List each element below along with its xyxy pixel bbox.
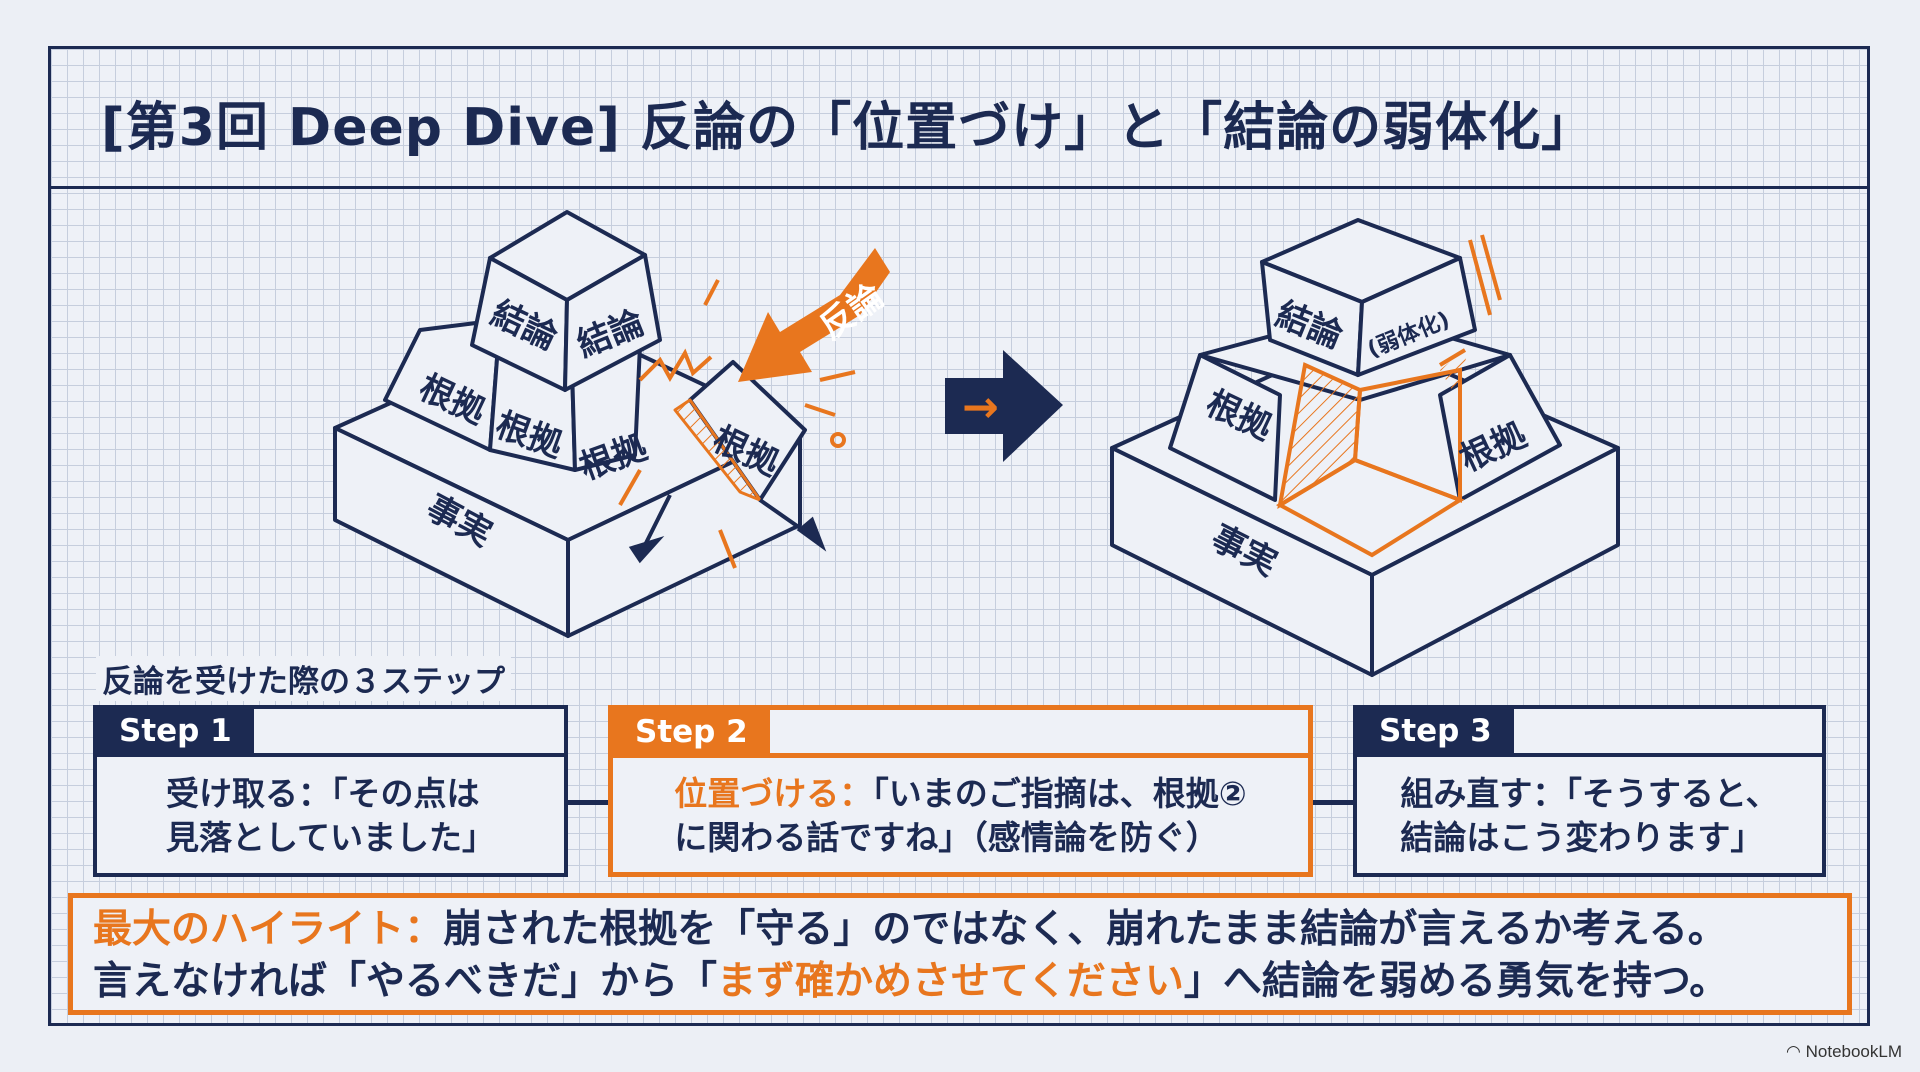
step-connector-1 [568, 800, 608, 805]
step-3-card: Step 3 組み直す：「そうすると、 結論はこう変わります」 [1353, 705, 1826, 877]
step-3-lead: 組み直す： [1400, 774, 1566, 813]
step-2-tab: Step 2 [613, 710, 1308, 758]
step-3-line2: 結論はこう変わります」 [1400, 818, 1764, 857]
step-3-line1: 「そうすると、 [1565, 774, 1779, 813]
brand-name: NotebookLM [1805, 1042, 1902, 1061]
missing-block-outline [1275, 234, 1502, 558]
step-1-line1: 「その点は [330, 774, 480, 813]
right-top-block-right [1356, 256, 1477, 377]
notebooklm-logo-icon: ◠ [1786, 1042, 1806, 1061]
step-1-body: 受け取る：「その点は 見落としていました」 [97, 765, 564, 867]
attack-arrow-shape [738, 248, 890, 382]
steps-heading: 反論を受けた際の３ステップ [96, 656, 511, 701]
impact-marks [618, 279, 856, 569]
step-3-label: Step 3 [1357, 709, 1514, 753]
brand-watermark: ◠ NotebookLM [1786, 1042, 1902, 1062]
step-1-label: Step 1 [97, 709, 254, 753]
highlight-emphasis: まず確かめさせてください [717, 959, 1184, 1004]
title-bar: [第3回 Deep Dive] 反論の「位置づけ」と「結論の弱体化」 [51, 49, 1867, 189]
step-3-body: 組み直す：「そうすると、 結論はこう変わります」 [1357, 765, 1822, 867]
transition-arrow: → [945, 350, 1063, 462]
left-pyramid [333, 210, 807, 638]
step-connector-2 [1313, 800, 1353, 805]
step-3-tab: Step 3 [1357, 709, 1822, 757]
step-1-line2: 見落としていました」 [165, 818, 495, 857]
highlight-line2-a: 言えなければ「やるべきだ」から「 [93, 959, 718, 1004]
step-1-lead: 受け取る： [165, 774, 331, 813]
step-2-card: Step 2 位置づける：「いまのご指摘は、根拠② に関わる話ですね」（感情論を… [608, 705, 1313, 877]
step-2-label: Step 2 [613, 710, 770, 754]
right-pyramid [1110, 218, 1620, 677]
right-mid-right [1438, 353, 1562, 502]
step-2-body: 位置づける：「いまのご指摘は、根拠② に関わる話ですね」（感情論を防ぐ） [613, 766, 1308, 866]
transition-arrow-glyph: → [962, 382, 999, 433]
left-top-block-right [563, 253, 662, 392]
step-1-card: Step 1 受け取る：「その点は 見落としていました」 [93, 705, 568, 877]
highlight-line1: 崩された根拠を「守る」のではなく、崩れたまま結論が言えるか考える。 [443, 907, 1727, 952]
highlight-lead: 最大のハイライト： [93, 907, 444, 952]
right-mid-left [1168, 353, 1282, 502]
attack-arrow [738, 248, 890, 382]
slide-title: [第3回 Deep Dive] 反論の「位置づけ」と「結論の弱体化」 [101, 98, 1595, 158]
step-1-tab: Step 1 [97, 709, 564, 757]
step-2-line1: 「いまのご指摘は、根拠② [872, 774, 1247, 813]
highlight-line2-b: 」へ結論を弱める勇気を持つ。 [1183, 959, 1729, 1004]
scatter-arrows [628, 494, 827, 564]
highlight-box: 最大のハイライト：崩された根拠を「守る」のではなく、崩れたまま結論が言えるか考え… [68, 893, 1852, 1015]
right-base-front-right [1370, 446, 1620, 677]
step-2-lead: 位置づける： [674, 774, 873, 813]
step-2-line2: に関わる話ですね」（感情論を防ぐ） [674, 818, 1219, 857]
